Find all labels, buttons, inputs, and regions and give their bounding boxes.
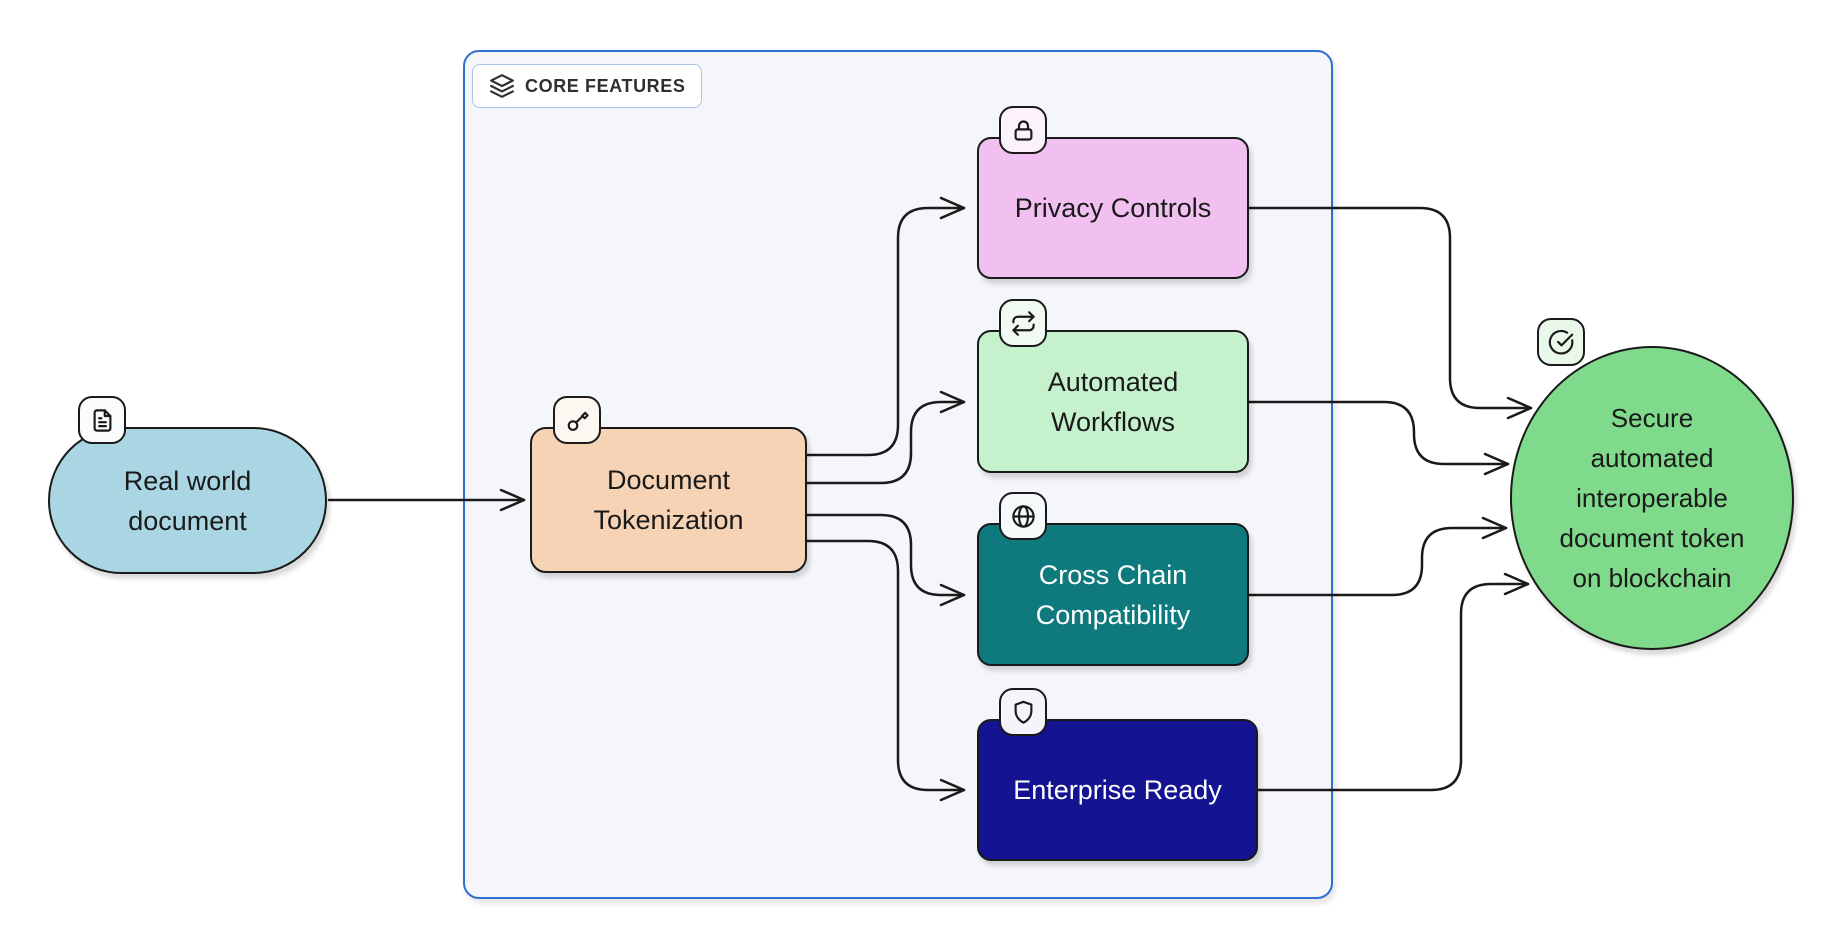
outcome-node: Secure automated interoperable document … <box>1510 346 1794 650</box>
outcome-badge <box>1537 318 1585 366</box>
node-label-line: Tokenization <box>593 505 744 535</box>
file-text-icon <box>93 408 111 432</box>
arrow-tokenization-to-privacy <box>805 196 966 457</box>
key-icon <box>567 411 589 431</box>
arrow-tokenization-to-enterprise <box>805 539 966 802</box>
node-label-line: Workflows <box>1050 406 1176 437</box>
document-tokenization-node: Document Tokenization <box>530 427 807 573</box>
node-label-line: Secure <box>1610 403 1694 433</box>
shield-icon <box>1014 700 1032 724</box>
node-label-line: Enterprise Ready <box>1013 775 1222 805</box>
node-label-line: document token <box>1559 523 1745 553</box>
node-label-line: Privacy Controls <box>1014 193 1212 223</box>
real-world-document-node: Real world document <box>48 427 327 574</box>
arrow-workflows-to-outcome <box>1247 400 1510 476</box>
core-features-label: CORE FEATURES <box>472 64 703 108</box>
arrow-enterprise-to-outcome <box>1256 572 1530 792</box>
arrow-privacy-to-outcome <box>1247 206 1533 420</box>
crosschain-badge <box>999 492 1047 540</box>
tokenization-badge <box>553 396 601 444</box>
privacy-controls-node: Privacy Controls <box>977 137 1249 279</box>
cross-chain-compatibility-node: Cross Chain Compatibility <box>977 523 1249 666</box>
node-label-line: interoperable <box>1576 483 1728 513</box>
workflows-badge <box>999 299 1047 347</box>
automated-workflows-node: Automated Workflows <box>977 330 1249 473</box>
node-label-line: automated <box>1590 443 1714 473</box>
layers-icon <box>490 74 514 98</box>
node-label-line: Cross Chain <box>1038 559 1188 590</box>
node-label-line: document <box>128 505 247 536</box>
arrow-tokenization-to-workflows <box>805 390 966 485</box>
globe-icon <box>1011 504 1035 528</box>
privacy-badge <box>999 106 1047 154</box>
core-features-title: CORE FEATURES <box>525 75 686 96</box>
node-label-line: Automated <box>1047 366 1179 397</box>
repeat-icon <box>1011 310 1035 336</box>
node-label-line: Document <box>606 465 731 495</box>
arrow-crosschain-to-outcome <box>1247 516 1508 597</box>
node-label-line: on blockchain <box>1572 563 1732 593</box>
enterprise-badge <box>999 688 1047 736</box>
arrow-tokenization-to-crosschain <box>805 513 966 607</box>
check-circle-icon <box>1548 329 1573 355</box>
node-label-line: Real world <box>123 465 252 496</box>
node-label-line: Compatibility <box>1035 599 1191 630</box>
enterprise-ready-node: Enterprise Ready <box>977 719 1258 861</box>
real-world-document-badge <box>78 396 126 444</box>
lock-icon <box>1014 119 1032 141</box>
